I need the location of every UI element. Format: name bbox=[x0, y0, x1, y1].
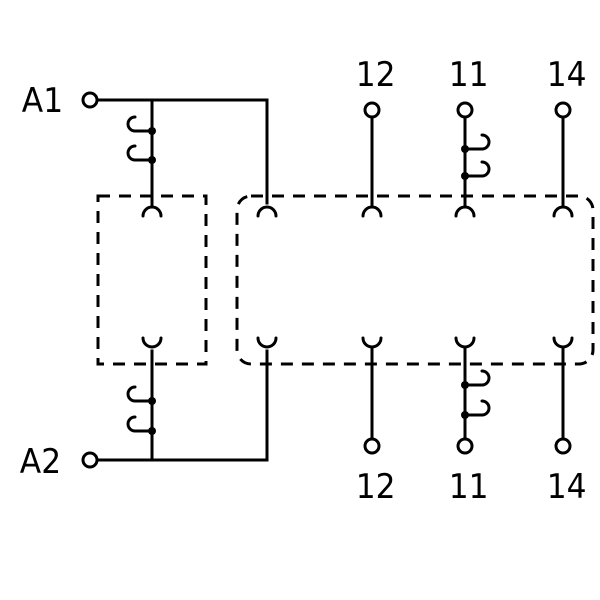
bottom-terminal-12-circle bbox=[363, 437, 381, 455]
bottom-11-hook-1 bbox=[463, 369, 491, 387]
a2-terminal-circle bbox=[81, 451, 99, 469]
top-contact-label-11: 11 bbox=[448, 55, 489, 95]
left-top-hook-1 bbox=[126, 115, 154, 133]
left-upper-contact-hook bbox=[141, 205, 163, 218]
col-12-upper-contact-hook bbox=[361, 205, 383, 218]
top-terminal-11-circle bbox=[456, 101, 474, 119]
bottom-11-hook-2 bbox=[463, 399, 491, 417]
bottom-terminal-11-circle bbox=[456, 437, 474, 455]
left-lower-contact-hook bbox=[141, 336, 163, 349]
bottom-terminal-14-circle bbox=[554, 437, 572, 455]
top-terminal-12-circle bbox=[363, 101, 381, 119]
top-contact-label-12: 12 bbox=[355, 55, 396, 95]
left-top-hook-2 bbox=[126, 144, 154, 162]
top-terminal-14-circle bbox=[554, 101, 572, 119]
bottom-contact-label-11: 11 bbox=[448, 467, 489, 507]
left-bottom-hook-1 bbox=[126, 385, 154, 403]
left-bottom-hook-2 bbox=[126, 415, 154, 433]
top-11-hook-1 bbox=[463, 133, 491, 151]
a1-terminal-circle bbox=[81, 91, 99, 109]
terminal-label-a1: A1 bbox=[21, 81, 64, 121]
top-11-hook-2 bbox=[463, 160, 491, 178]
left-dashed-box bbox=[96, 194, 208, 366]
bottom-contact-label-12: 12 bbox=[355, 467, 396, 507]
bottom-contact-label-14: 14 bbox=[546, 467, 587, 507]
col-14-upper-contact-hook bbox=[552, 205, 574, 218]
right-dashed-box bbox=[235, 194, 595, 366]
top-contact-label-14: 14 bbox=[546, 55, 587, 95]
col-11-upper-contact-hook bbox=[454, 205, 476, 218]
terminal-label-a2: A2 bbox=[19, 442, 62, 482]
right-col1-upper-contact-hook bbox=[256, 205, 278, 218]
right-col1-lower-contact-hook bbox=[256, 336, 278, 349]
